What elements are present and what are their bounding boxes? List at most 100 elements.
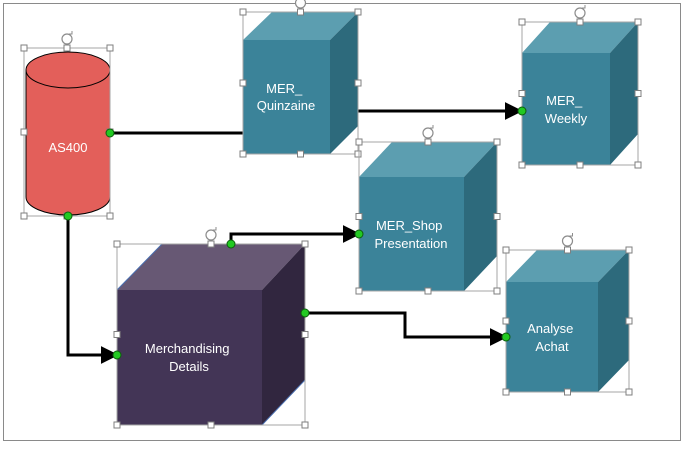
analyse-rotate-handle-icon[interactable] [561, 235, 574, 247]
connection-point-merchandising-left[interactable] [112, 350, 122, 360]
as400-resize-handle[interactable] [20, 128, 28, 136]
weekly-rotate-arrow-icon [582, 5, 586, 9]
shop-cube-front [359, 177, 464, 291]
quinzaine-rotate-handle-icon[interactable] [294, 0, 307, 9]
as400-rotate-handle-icon[interactable] [61, 33, 73, 45]
analyse-label: Analyse Achat [527, 321, 577, 354]
quinzaine-label-line1: MER_ [266, 81, 303, 96]
shop-cube-side [464, 142, 497, 291]
analyse-label-line2: Achat [535, 339, 569, 354]
shop-resize-handle[interactable] [355, 213, 363, 220]
as400-resize-handle[interactable] [106, 212, 114, 220]
merchandising-resize-handle[interactable] [207, 421, 215, 429]
quinzaine-label-line2: Quinzaine [257, 98, 316, 113]
weekly-resize-handle[interactable] [634, 161, 642, 169]
merchandising-cube[interactable]: Merchandising Details [116, 243, 306, 426]
quinzaine-resize-handle[interactable] [354, 79, 362, 87]
quinzaine-resize-handle[interactable] [239, 79, 247, 87]
quinzaine-resize-handle[interactable] [297, 8, 304, 16]
quinzaine-cube-front [243, 40, 330, 154]
quinzaine-cube-side [330, 12, 358, 154]
connection-point-as400-bottom[interactable] [63, 211, 73, 221]
weekly-resize-handle[interactable] [576, 18, 584, 26]
as400-resize-handle[interactable] [20, 44, 28, 52]
shop-rotate-handle-icon[interactable] [422, 127, 434, 139]
analyse-cube-side [598, 250, 629, 392]
analyse-achat-cube[interactable]: Analyse Achat [506, 250, 629, 392]
analyse-resize-handle[interactable] [502, 246, 510, 254]
as400-resize-handle[interactable] [20, 212, 28, 220]
merchandising-rotate-handle-icon[interactable] [205, 229, 217, 241]
connection-point-merchandising-right[interactable] [300, 308, 310, 318]
quinzaine-resize-handle[interactable] [239, 150, 247, 158]
merchandising-cube-side [262, 244, 305, 425]
weekly-label-line1: MER_ [546, 93, 583, 108]
shop-resize-handle[interactable] [493, 287, 501, 295]
quinzaine-resize-handle[interactable] [354, 150, 362, 158]
merchandising-cube-top [117, 244, 305, 290]
connector-merchandising-analyse[interactable] [305, 311, 508, 346]
quinzaine-cube[interactable]: MER_ Quinzaine [243, 12, 358, 154]
shop-resize-handle[interactable] [355, 138, 363, 146]
shop-presentation-cube[interactable]: MER_Shop Presentation [359, 142, 497, 291]
quinzaine-resize-handle[interactable] [297, 150, 304, 158]
weekly-cube-top [522, 22, 638, 53]
as400-resize-handle[interactable] [63, 44, 71, 52]
shop-resize-handle[interactable] [424, 138, 432, 146]
connection-point-merchandising-top[interactable] [226, 239, 236, 249]
analyse-resize-handle[interactable] [502, 388, 510, 396]
merchandising-resize-handle[interactable] [113, 331, 121, 338]
weekly-rotate-handle-icon[interactable] [574, 7, 586, 19]
analyse-resize-handle[interactable] [625, 388, 633, 396]
weekly-resize-handle[interactable] [576, 161, 584, 169]
shop-resize-handle[interactable] [493, 213, 501, 220]
analyse-resize-handle[interactable] [625, 246, 633, 254]
analyse-cube-front [506, 282, 598, 392]
analyse-resize-handle[interactable] [564, 246, 571, 254]
shop-resize-handle[interactable] [424, 287, 432, 295]
weekly-cube-front [522, 53, 610, 165]
merchandising-resize-handle[interactable] [113, 240, 121, 248]
connection-point-shop-left[interactable] [354, 229, 364, 239]
as400-label: AS400 [48, 140, 87, 155]
shop-resize-handle[interactable] [493, 138, 501, 146]
weekly-cube[interactable]: MER_ Weekly [522, 22, 638, 165]
merchandising-resize-handle[interactable] [301, 240, 309, 248]
weekly-label-line2: Weekly [545, 111, 588, 126]
analyse-resize-handle[interactable] [564, 388, 571, 396]
shop-label: MER_Shop Presentation [375, 218, 448, 251]
quinzaine-cube-top [243, 12, 358, 40]
quinzaine-resize-handle[interactable] [239, 8, 247, 16]
merchandising-label: Merchandising Details [145, 341, 233, 374]
merchandising-resize-handle[interactable] [207, 240, 215, 248]
connection-point-as400-right[interactable] [105, 128, 115, 138]
as400-cylinder[interactable]: AS400 [25, 51, 111, 216]
shop-rotate-arrow-icon [430, 125, 434, 129]
analyse-resize-handle[interactable] [502, 317, 510, 325]
merchandising-resize-handle[interactable] [301, 421, 309, 429]
connection-point-weekly-left[interactable] [517, 106, 527, 116]
connection-point-analyse-left[interactable] [501, 332, 511, 342]
diagram-frame [3, 3, 681, 441]
merchandising-resize-handle[interactable] [301, 331, 309, 338]
analyse-rotate-arrow-icon [569, 233, 573, 237]
weekly-resize-handle[interactable] [518, 18, 526, 26]
as400-resize-handle[interactable] [106, 44, 114, 52]
analyse-label-line1: Analyse [527, 321, 573, 336]
analyse-resize-handle[interactable] [625, 317, 633, 325]
weekly-label: MER_ Weekly [545, 93, 588, 126]
merchandising-cube-front [117, 290, 262, 425]
weekly-resize-handle[interactable] [634, 18, 642, 26]
weekly-resize-handle[interactable] [634, 90, 642, 97]
connector-as400-merchandising[interactable] [66, 216, 119, 364]
quinzaine-resize-handle[interactable] [354, 8, 362, 16]
shop-resize-handle[interactable] [355, 287, 363, 295]
weekly-resize-handle[interactable] [518, 90, 526, 97]
weekly-resize-handle[interactable] [518, 161, 526, 169]
connector-merchandising-shop[interactable] [229, 225, 361, 244]
merchandising-resize-handle[interactable] [113, 421, 121, 429]
shop-cube-top [359, 142, 497, 177]
as400-rotate-arrow-icon [69, 31, 73, 35]
merchandising-rotate-arrow-icon [213, 227, 217, 231]
